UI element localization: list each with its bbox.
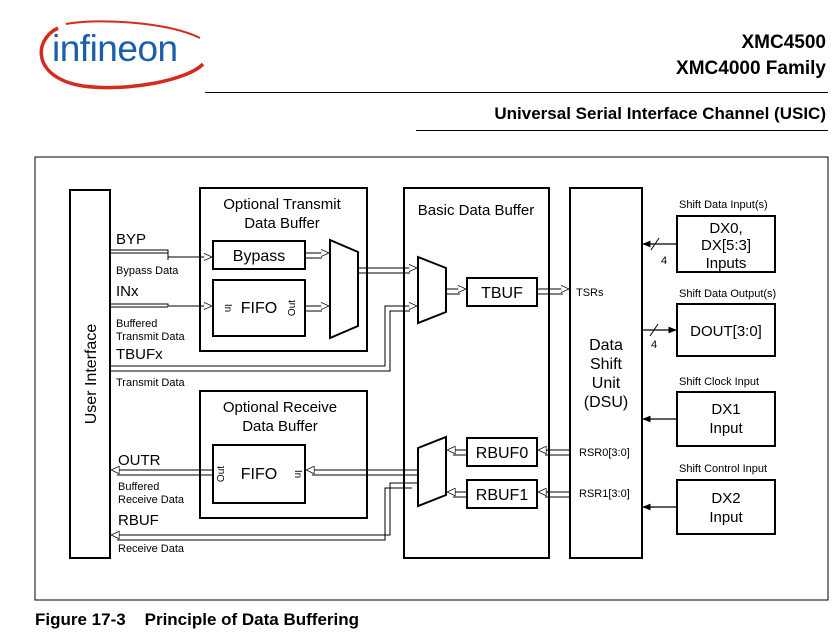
tx-buffer-title-1: Optional Transmit	[223, 196, 341, 213]
receive-data-label: Receive Data	[118, 543, 185, 555]
dx1-block	[676, 391, 776, 447]
rbuf1-label: RBUF1	[476, 487, 529, 504]
buffered-transmit-label-2: Transmit Data	[116, 331, 186, 343]
tx-fifo-out-label: Out	[287, 300, 298, 316]
dsu-label-4: (DSU)	[584, 394, 628, 411]
dsu-label-3: Unit	[592, 375, 621, 392]
dx2-label-2: Input	[709, 509, 743, 526]
bypass-label: Bypass	[233, 248, 285, 265]
product-title-1: XMC4500	[741, 32, 827, 53]
dsu-block	[569, 187, 643, 559]
dx2-block	[676, 479, 776, 535]
dout-bus-slash	[649, 323, 659, 337]
dout-block	[676, 303, 776, 357]
rx-fifo-label: FIFO	[241, 466, 277, 483]
rbuf0-label: RBUF0	[476, 445, 529, 462]
byp-arrow-2	[110, 252, 169, 260]
dsu-label-1: Data	[589, 337, 623, 354]
rbuf-direct-path-2	[117, 487, 412, 541]
dx0-bus-width: 4	[661, 255, 667, 267]
user-interface-block	[69, 189, 111, 559]
rbuf-direct-path	[111, 482, 418, 535]
brand-wordmark: infineon	[52, 28, 178, 69]
dx2-label-1: DX2	[711, 490, 740, 507]
infineon-logo	[39, 20, 205, 90]
tbufx-signal-label: TBUFx	[116, 346, 163, 363]
tbuf-mux	[417, 255, 447, 325]
rx-fifo-in-label: In	[292, 470, 303, 478]
rx-fifo-block	[212, 444, 306, 504]
buffered-receive-label-1: Buffered	[118, 481, 159, 493]
dx0-bus-slash	[650, 237, 660, 251]
rsr1-label: RSR1[3:0]	[579, 488, 630, 500]
figure-caption: Figure 17-3 Principle of Data Buffering	[35, 610, 359, 630]
dx1-label-1: DX1	[711, 401, 740, 418]
rsr0-label: RSR0[3:0]	[579, 447, 630, 459]
tx-fifo-label: FIFO	[241, 300, 277, 317]
header-rule	[205, 92, 828, 93]
inx-arrow	[110, 304, 212, 306]
dout-bus-width: 4	[651, 339, 657, 351]
tbufx-path	[110, 306, 417, 367]
inx-signal-label: INx	[116, 283, 139, 300]
tx-mux	[329, 238, 359, 340]
figure-title: Principle of Data Buffering	[144, 610, 360, 629]
tbufx-path-2	[110, 310, 410, 372]
dx0-label-1: DX0,	[709, 220, 742, 237]
user-interface-label: User Interface	[83, 324, 100, 425]
dx0-block	[676, 215, 776, 273]
tx-fifo-in-label: In	[222, 304, 233, 312]
rx-buffer-title-2: Data Buffer	[242, 418, 318, 435]
bypass-data-label: Bypass Data	[116, 265, 179, 277]
dsu-label-2: Shift	[590, 356, 623, 373]
tx-buffer-title-2: Data Buffer	[244, 215, 320, 232]
shift-data-input-label: Shift Data Input(s)	[679, 199, 768, 211]
dout-label: DOUT[3:0]	[690, 323, 762, 340]
byp-signal-label: BYP	[116, 231, 146, 248]
section-title: Universal Serial Interface Channel (USIC…	[494, 104, 826, 123]
rbuf-signal-label: RBUF	[118, 512, 159, 529]
tbuf-label: TBUF	[481, 285, 523, 302]
basic-buffer-title: Basic Data Buffer	[418, 202, 534, 219]
rx-buffer-title-1: Optional Receive	[223, 399, 337, 416]
section-rule	[416, 130, 828, 131]
dx0-label-2: DX[5:3]	[701, 237, 751, 254]
buffered-receive-label-2: Receive Data	[118, 494, 185, 506]
rbuf0-block	[466, 437, 538, 467]
bypass-block	[212, 240, 306, 270]
dx0-label-3: Inputs	[706, 255, 747, 272]
rx-fifo-out-label: Out	[216, 466, 227, 482]
shift-control-input-label: Shift Control Input	[679, 463, 767, 475]
shift-data-output-label: Shift Data Output(s)	[679, 288, 776, 300]
rbuf-mux	[417, 435, 447, 508]
tbuf-block	[466, 277, 538, 307]
rbuf1-block	[466, 479, 538, 509]
figure-number: Figure 17-3	[35, 610, 126, 629]
shift-clock-input-label: Shift Clock Input	[679, 376, 759, 388]
transmit-data-label: Transmit Data	[116, 377, 186, 389]
tx-fifo-block	[212, 279, 306, 337]
outr-signal-label: OUTR	[118, 452, 161, 469]
buffered-transmit-label-1: Buffered	[116, 318, 157, 330]
tsrs-label: TSRs	[576, 287, 604, 299]
dx1-label-2: Input	[709, 420, 743, 437]
product-title-2: XMC4000 Family	[676, 58, 826, 79]
diagram-frame	[34, 156, 829, 601]
